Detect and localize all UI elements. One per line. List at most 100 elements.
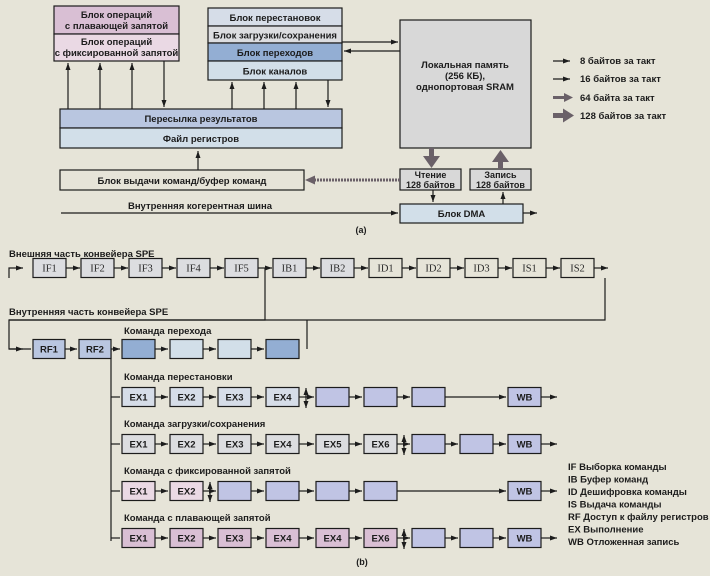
stage-label: EX1 <box>130 393 149 404</box>
loadstore-title: Команда загрузки/сохранения <box>124 419 265 430</box>
legend-arrow-128 <box>553 108 574 123</box>
stage-label: EX3 <box>226 393 244 404</box>
permute-stage <box>363 386 398 408</box>
part-b: Внешняя часть конвейера SPE Внутренняя ч… <box>8 249 709 567</box>
stage-label: IF2 <box>90 264 105 275</box>
loadstore-stage <box>411 433 446 455</box>
glossary-item: EX Выполнение <box>568 525 644 536</box>
part-a-caption: (a) <box>356 225 367 235</box>
read-line1: Чтение <box>415 170 447 180</box>
stage-label: RF2 <box>86 345 104 356</box>
local-store-line2: (256 КБ), <box>445 71 485 82</box>
stage-label: IF4 <box>186 264 201 275</box>
permute-title: Команда перестановки <box>124 372 233 383</box>
branch-title: Команда перехода <box>124 326 212 337</box>
stage-label: IB1 <box>282 264 298 275</box>
legend-label-128: 128 байтов за такт <box>580 111 667 122</box>
stage-label: WB <box>517 487 533 498</box>
stage-label: IS1 <box>522 264 537 275</box>
legend-label-16: 16 байтов за такт <box>580 74 661 85</box>
glossary: IF Выборка команды IB Буфер команд ID Де… <box>568 462 709 548</box>
permute-stage <box>411 386 446 408</box>
stage-label: EX6 <box>372 534 390 545</box>
branch-stage <box>217 338 252 360</box>
fixed-unit-line2: с фиксированной запятой <box>55 48 179 59</box>
stage-label: ID2 <box>425 264 441 275</box>
glossary-item: ID Дешифровка команды <box>568 487 687 498</box>
branch-stage <box>169 338 204 360</box>
fixed-stage <box>217 480 252 502</box>
read-thick-arrow <box>423 148 440 168</box>
internal-bus-label: Внутренняя когерентная шина <box>128 201 273 212</box>
fixed-stage <box>265 480 300 502</box>
stage-label: EX3 <box>226 440 244 451</box>
glossary-item: RF Доступ к файлу регистров <box>568 512 709 523</box>
glossary-item: IS Выдача команды <box>568 500 661 511</box>
stage-label: WB <box>517 440 533 451</box>
legend: 8 байтов за такт 16 байтов за такт 64 ба… <box>553 56 667 123</box>
stage-label: IF3 <box>138 264 153 275</box>
stage-label: EX6 <box>372 440 390 451</box>
float-title: Команда с плавающей запятой <box>124 513 271 524</box>
fixed-unit-line1: Блок операций <box>81 37 153 48</box>
fixed-stage <box>315 480 350 502</box>
fixed-title: Команда с фиксированной запятой <box>124 466 291 477</box>
float-unit-box <box>53 5 180 35</box>
dma-label: Блок DMA <box>438 209 486 220</box>
issue-buffer-box <box>59 169 305 191</box>
issue-buffer-label: Блок выдачи команд/буфер команд <box>98 176 267 187</box>
legend-arrow-64 <box>553 93 573 102</box>
loadstore-unit-label: Блок загрузки/сохранения <box>213 31 337 42</box>
float-stage <box>411 527 446 549</box>
glossary-item: WB Отложенная запись <box>568 537 680 548</box>
stage-label: IB2 <box>330 264 346 275</box>
result-forwarding-label: Пересылка результатов <box>144 114 257 125</box>
stage-label: EX1 <box>130 440 149 451</box>
stage-label: IF1 <box>42 264 57 275</box>
stage-label: WB <box>517 534 533 545</box>
float-unit-line2: с плавающей запятой <box>65 21 168 32</box>
local-store-line1: Локальная память <box>421 60 509 71</box>
branch-unit-label: Блок переходов <box>237 48 313 59</box>
float-unit-line1: Блок операций <box>81 10 153 21</box>
stage-label: EX2 <box>178 393 196 404</box>
glossary-item: IF Выборка команды <box>568 462 667 473</box>
local-store-box <box>399 19 532 149</box>
legend-label-64: 64 байта за такт <box>580 93 655 104</box>
part-b-caption: (b) <box>356 557 368 567</box>
channel-unit-box <box>207 60 343 81</box>
branch-stage <box>121 338 156 360</box>
stage-label: EX2 <box>178 487 196 498</box>
stage-label: EX4 <box>274 393 293 404</box>
stage-label: EX1 <box>130 534 149 545</box>
branch-stage <box>265 338 300 360</box>
legend-label-8: 8 байтов за такт <box>580 56 656 67</box>
glossary-item: IB Буфер команд <box>568 475 648 486</box>
back-pipeline-title: Внутренняя часть конвейера SPE <box>9 307 168 318</box>
register-file-box <box>59 127 343 149</box>
local-store-line3: однопортовая SRAM <box>416 82 514 93</box>
stage-label: EX4 <box>274 440 293 451</box>
stage-label: WB <box>517 393 533 404</box>
front-pipeline-title: Внешняя часть конвейера SPE <box>9 249 155 260</box>
register-file-label: Файл регистров <box>163 134 239 145</box>
stage-label: EX4 <box>274 534 293 545</box>
read-to-issue-arrow <box>305 175 400 185</box>
permute-stage <box>315 386 350 408</box>
stage-label: EX2 <box>178 440 196 451</box>
fixed-stage <box>363 480 398 502</box>
stage-label: EX2 <box>178 534 196 545</box>
channel-unit-label: Блок каналов <box>243 67 308 78</box>
stage-label: EX5 <box>324 440 343 451</box>
write-line2: 128 байтов <box>476 180 525 190</box>
stage-label: IF5 <box>234 264 249 275</box>
fixed-unit-box <box>53 33 180 62</box>
stage-label: EX1 <box>130 487 149 498</box>
stage-label: IS2 <box>570 264 585 275</box>
write-thick-arrow <box>492 150 509 169</box>
loadstore-stage <box>459 433 494 455</box>
read-line2: 128 байтов <box>406 180 455 190</box>
float-stage <box>459 527 494 549</box>
write-line1: Запись <box>484 170 517 180</box>
